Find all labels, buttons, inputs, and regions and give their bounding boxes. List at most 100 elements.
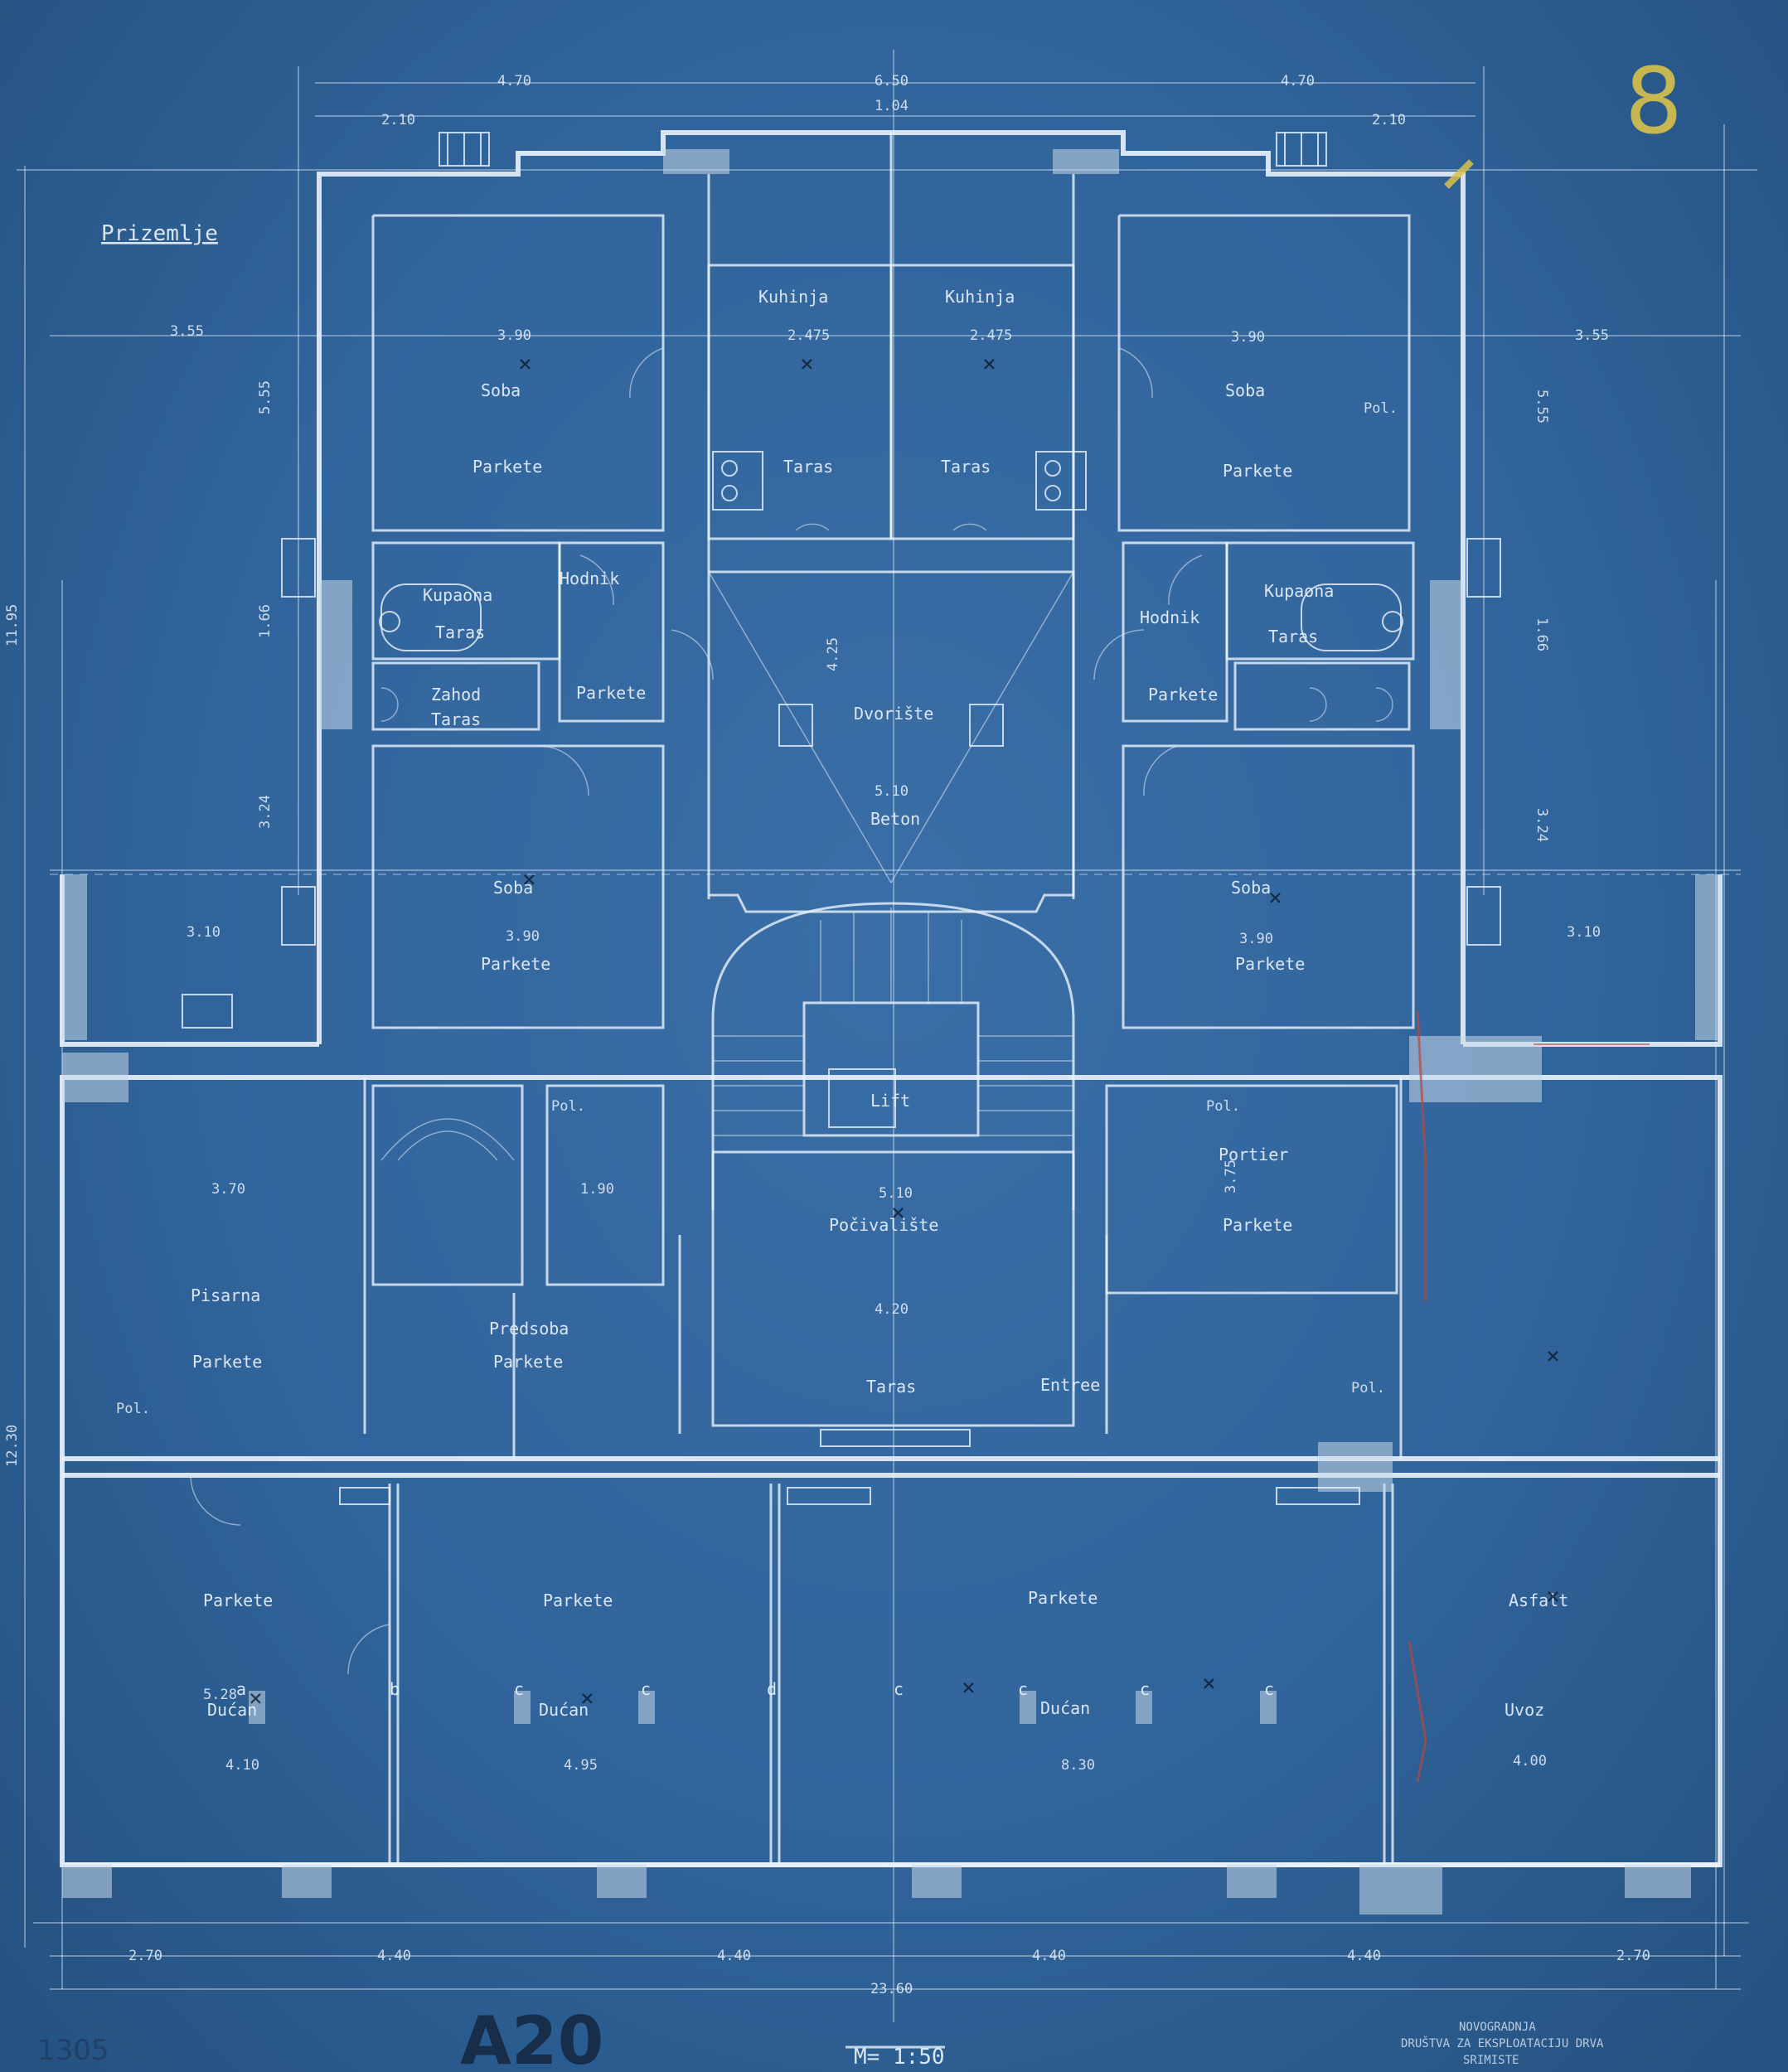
- room-name-hodnik-w: Hodnik: [560, 569, 619, 588]
- room-floor-ducan-1: Parkete: [203, 1590, 273, 1610]
- room-name-entree: Entree: [1040, 1375, 1100, 1395]
- room-name-pocivaliste: Počivalište: [829, 1215, 938, 1235]
- dim-lower-ducan-2: 4.95: [564, 1757, 598, 1774]
- dim-left-upper: 3.55: [170, 323, 204, 340]
- cross-mark: ×: [1202, 1669, 1216, 1697]
- dim-right-upper: 3.55: [1575, 327, 1609, 344]
- room-name-kupaona-w: Kupaona: [423, 585, 492, 605]
- dim-height-b-right: 1.66: [1534, 617, 1550, 651]
- room-name-predsoba: Predsoba: [489, 1319, 569, 1339]
- room-name-ducan-1: Dućan: [207, 1700, 257, 1720]
- grid-letter-c5: c: [1140, 1679, 1150, 1699]
- cross-mark: ×: [962, 1673, 976, 1701]
- grid-letter-b: b: [390, 1679, 400, 1699]
- dim-room-kuhinja-w: 2.475: [787, 327, 830, 344]
- room-name-soba-nw: Soba: [481, 380, 521, 400]
- dim-height-a-left: 5.55: [257, 380, 274, 414]
- dim-bottom-5: 4.40: [1347, 1948, 1381, 1964]
- sheet-number: 8: [1625, 48, 1683, 154]
- yellow-marker: [1444, 159, 1474, 189]
- room-name-pisarna: Pisarna: [191, 1285, 260, 1305]
- floor-level-mark-portier: Pol.: [1206, 1098, 1240, 1115]
- room-name-ducan-3: Dućan: [1040, 1698, 1090, 1718]
- dim-lower-ducan-1: 4.10: [225, 1757, 259, 1774]
- room-floor-kuhinja-e: Taras: [941, 457, 991, 477]
- room-floor-hodnik-w: Parkete: [576, 683, 646, 703]
- cross-mark: ×: [249, 1684, 263, 1711]
- room-floor-kupaona-w: Taras: [435, 622, 485, 642]
- cross-mark: ×: [891, 1198, 905, 1226]
- fixtures: [379, 451, 1403, 651]
- room-name-kuhinja-w: Kuhinja: [758, 287, 828, 307]
- room-floor-soba-ne: Parkete: [1223, 461, 1292, 481]
- cross-mark: ×: [522, 865, 536, 893]
- windows: [182, 132, 1501, 1505]
- dim-right-mid: 3.10: [1567, 924, 1601, 941]
- room-name-portier: Portier: [1219, 1145, 1288, 1164]
- room-floor-zahod-w: Taras: [431, 709, 481, 729]
- room-floor-ducan-2: Parkete: [543, 1590, 613, 1610]
- floor-level-mark-ne: Pol.: [1364, 400, 1398, 417]
- room-floor-soba-nw: Parkete: [472, 457, 542, 477]
- room-floor-predsoba: Parkete: [493, 1352, 563, 1372]
- dim-height-b-left: 1.66: [257, 604, 274, 638]
- dim-bottom-4: 4.40: [1032, 1948, 1066, 1964]
- dim-lower-uvoz: 4.00: [1513, 1753, 1547, 1769]
- red-annotations: [1408, 1010, 1650, 1783]
- dim-room-dvoriste: 5.10: [875, 783, 909, 800]
- cross-mark: ×: [1546, 1342, 1560, 1369]
- room-floor-dvoriste: Beton: [870, 809, 920, 829]
- room-floor-soba-w: Parkete: [481, 954, 550, 974]
- dim-bottom-3: 4.40: [717, 1948, 751, 1964]
- dim-top-small-middle: 1.04: [875, 98, 909, 114]
- drawing-stamp: NOVOGRADNJA DRUŠTVA ZA EKSPLOATACIJU DRV…: [1401, 2021, 1604, 2067]
- room-floor-pisarna: Parkete: [192, 1352, 262, 1372]
- archive-code: A20: [460, 2002, 603, 2072]
- dim-room-soba-ne: 3.90: [1231, 329, 1265, 346]
- dim-top-left: 4.70: [497, 73, 531, 90]
- grid-letter-d: d: [767, 1679, 777, 1699]
- dim-height-c-left: 3.24: [257, 795, 274, 829]
- room-name-zahod-w: Zahod: [431, 685, 481, 704]
- grid-letter-c6: c: [1264, 1679, 1274, 1699]
- room-floor-kupaona-e: Taras: [1268, 627, 1318, 646]
- plan-marks: Pol. Pol. Pol. Pol. Pol. a b c c d c c c…: [116, 350, 1560, 1711]
- room-name-dvoriste: Dvorište: [854, 704, 933, 724]
- room-floor-kuhinja-w: Taras: [783, 457, 833, 477]
- dim-lower-portier: 3.75: [1223, 1159, 1239, 1193]
- dim-left-mid: 3.10: [187, 924, 220, 941]
- stamp-line-2: DRUŠTVA ZA EKSPLOATACIJU DRVA: [1401, 2036, 1604, 2050]
- dim-lower-entree: 4.20: [875, 1301, 909, 1318]
- stair-treads: [713, 908, 1073, 1136]
- room-labels: Soba Parkete Kuhinja Taras Kuhinja Taras…: [191, 287, 1568, 1720]
- interior-walls: [62, 133, 1720, 1915]
- room-name-hodnik-e: Hodnik: [1140, 608, 1199, 627]
- room-name-soba-e: Soba: [1231, 878, 1271, 898]
- stamp-line-1: NOVOGRADNJA: [1459, 2021, 1536, 2034]
- room-name-soba-ne: Soba: [1225, 380, 1265, 400]
- dim-shop-depth: 5.28: [203, 1687, 237, 1703]
- room-name-soba-w: Soba: [493, 878, 533, 898]
- cross-mark: ×: [518, 350, 532, 377]
- dim-height-lower: 12.30: [4, 1425, 21, 1467]
- room-name-kuhinja-e: Kuhinja: [945, 287, 1015, 307]
- dim-room-soba-w: 3.90: [506, 928, 540, 945]
- room-floor-ducan-3: Parkete: [1028, 1588, 1098, 1608]
- dimension-labels: 4.70 6.50 4.70 2.10 1.04 2.10 3.55 3.55 …: [4, 73, 1650, 1997]
- dim-top-small-right: 2.10: [1372, 112, 1406, 128]
- scale-label: M= 1:50: [854, 2045, 945, 2070]
- cross-mark: ×: [580, 1684, 594, 1711]
- dim-overall-width: 23.60: [870, 1981, 913, 1997]
- dim-height-a-right: 5.55: [1534, 390, 1550, 424]
- cross-mark: ×: [800, 350, 814, 377]
- floor-level-mark-predsoba: Pol.: [551, 1098, 585, 1115]
- room-floor-entree: Taras: [866, 1377, 916, 1397]
- room-name-kupaona-e: Kupaona: [1264, 581, 1334, 601]
- dim-bottom-6: 2.70: [1616, 1948, 1650, 1964]
- room-name-ducan-2: Dućan: [539, 1700, 589, 1720]
- dim-court-depth: 4.25: [825, 637, 841, 671]
- room-floor-hodnik-e: Parkete: [1148, 685, 1218, 704]
- dim-bottom-2: 4.40: [377, 1948, 411, 1964]
